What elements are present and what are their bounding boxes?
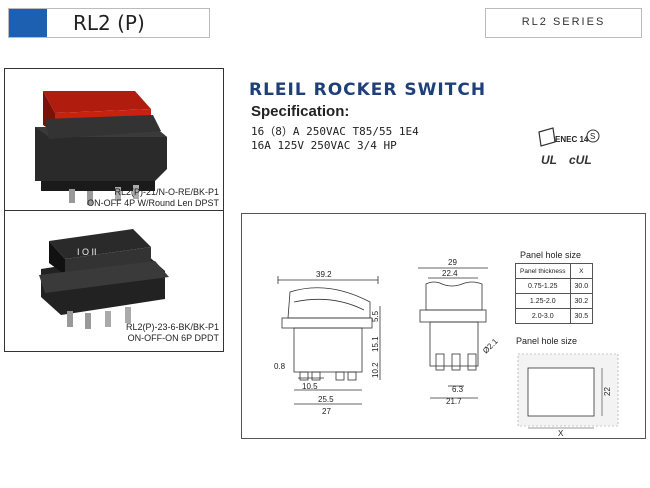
table-row: 0.75-1.25 30.0 [515,278,594,294]
svg-text:S: S [590,132,595,141]
table-row: 2.0-3.0 30.5 [515,308,594,324]
model-header: RL2 (P) [8,8,210,38]
front-view [277,276,381,405]
dim-side-top-width: 29 [448,258,457,267]
panel-hole-table: Panel thickness X 0.75-1.25 30.0 1.25-2.… [515,263,594,324]
product-1-part-number: RL2(P)-21/N-O-RE/BK-P1 [114,187,219,197]
rocker-switch-illustration: I O II [39,229,169,329]
table-header: Panel thickness [515,263,571,279]
dim-right-mid: 15.1 [371,336,380,352]
dim-bottom-width: 21.7 [446,397,462,406]
product-2-description: ON-OFF-ON 6P DPDT [127,333,219,343]
dim-hole: Ø2.1 [481,336,500,355]
product-2-part-number: RL2(P)-23-6-BK/BK-P1 [125,322,219,332]
dimension-drawing: 39.2 0.8 10.5 25.5 27 5.5 15.1 10.2 29 2… [241,213,646,439]
table-header: X [569,263,594,279]
table-row: 1.25-2.0 30.2 [515,293,594,309]
dim-top-width: 39.2 [316,270,332,279]
dim-body-width: 25.5 [318,395,334,404]
dim-side-height: 0.8 [274,362,286,371]
model-title: RL2 (P) [73,11,145,35]
dim-terminal-width: 6.3 [452,385,464,394]
dim-right-low: 10.2 [371,362,380,378]
spec-heading: Specification: [251,103,350,120]
dim-right-top: 5.5 [371,310,380,322]
spec-line-1: 16（8）A 250VAC T85/55 1E4 [251,125,419,138]
dim-side-inner-width: 22.4 [442,269,458,278]
technical-drawing: 39.2 0.8 10.5 25.5 27 5.5 15.1 10.2 29 2… [274,250,619,438]
product-1-description: ON-OFF 4P W/Round Len DPST [87,198,219,208]
side-view [418,267,488,399]
switch-symbols: I O II [77,247,97,257]
product-heading: RLEIL ROCKER SWITCH [249,80,487,100]
accent-block [9,9,47,37]
product-photo-2: I O II RL2(P)-23-6-BK/BK-P1 ON-OFF-ON 6P… [4,210,224,352]
spec-line-2: 16A 125V 250VAC 3/4 HP [251,139,397,152]
enec-mark-icon: ENEC 14 [538,127,589,147]
svg-text:ENEC 14: ENEC 14 [555,135,589,144]
panel-table-title: Panel hole size [520,250,581,260]
panel-diagram-title: Panel hole size [516,336,577,346]
series-label: RL2 SERIES [521,16,606,28]
panel-hole-diagram [517,353,619,429]
ul-mark-icon: UL [541,153,557,167]
rocker-switch-illustration [35,91,167,205]
panel-y-value: 22 [603,387,612,396]
cul-mark-icon: cUL [569,153,592,167]
series-header: RL2 SERIES [485,8,642,38]
panel-x-label: X [558,429,564,438]
certification-marks: ENEC 14 S UL cUL [538,127,600,167]
dim-terminal-pitch: 10.5 [302,382,318,391]
dim-total-width: 27 [322,407,331,416]
s-mark-icon: S [586,129,600,143]
product-photo-1: RL2(P)-21/N-O-RE/BK-P1 ON-OFF 4P W/Round… [4,68,224,211]
